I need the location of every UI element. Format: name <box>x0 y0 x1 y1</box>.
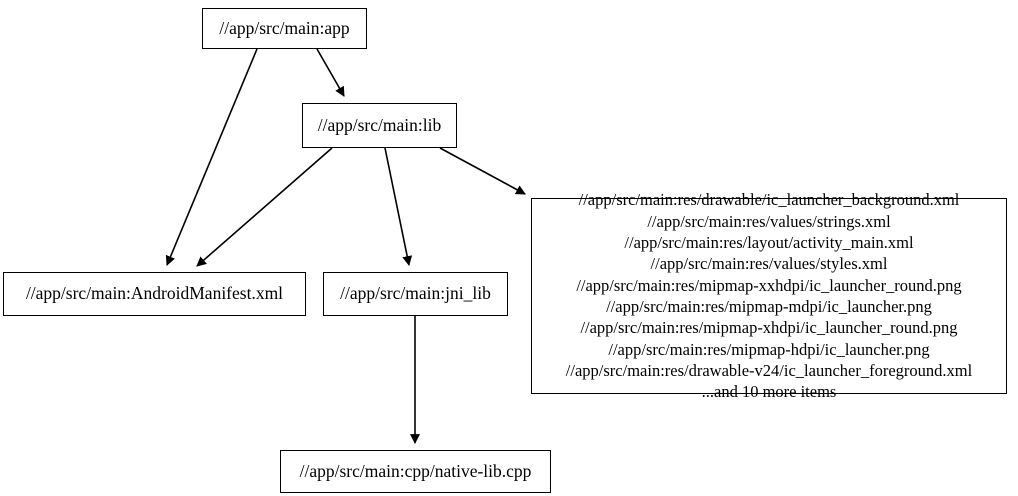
node-lib-label: //app/src/main:lib <box>317 114 442 135</box>
node-native-lib-cpp[interactable]: //app/src/main:cpp/native-lib.cpp <box>280 450 551 493</box>
node-res-group[interactable]: //app/src/main:res/drawable/ic_launcher_… <box>531 190 1007 401</box>
node-lib[interactable]: //app/src/main:lib <box>302 103 457 148</box>
node-app-label: //app/src/main:app <box>219 17 350 38</box>
node-jni-lib[interactable]: //app/src/main:jni_lib <box>323 272 508 316</box>
node-native-lib-cpp-label: //app/src/main:cpp/native-lib.cpp <box>299 460 532 481</box>
node-jni-lib-label: //app/src/main:jni_lib <box>340 283 491 304</box>
node-res-group-label: //app/src/main:res/drawable/ic_launcher_… <box>565 190 973 402</box>
edge-lib-to-jni-lib <box>384 147 413 266</box>
edge-lib-to-androidmanifest <box>196 147 333 267</box>
edge-lib-to-res-group <box>439 147 526 195</box>
node-androidmanifest[interactable]: //app/src/main:AndroidManifest.xml <box>3 272 306 316</box>
node-androidmanifest-label: //app/src/main:AndroidManifest.xml <box>25 283 284 304</box>
edge-app-to-androidmanifest <box>165 48 258 266</box>
edge-app-to-lib <box>316 48 345 97</box>
node-app[interactable]: //app/src/main:app <box>202 8 367 49</box>
